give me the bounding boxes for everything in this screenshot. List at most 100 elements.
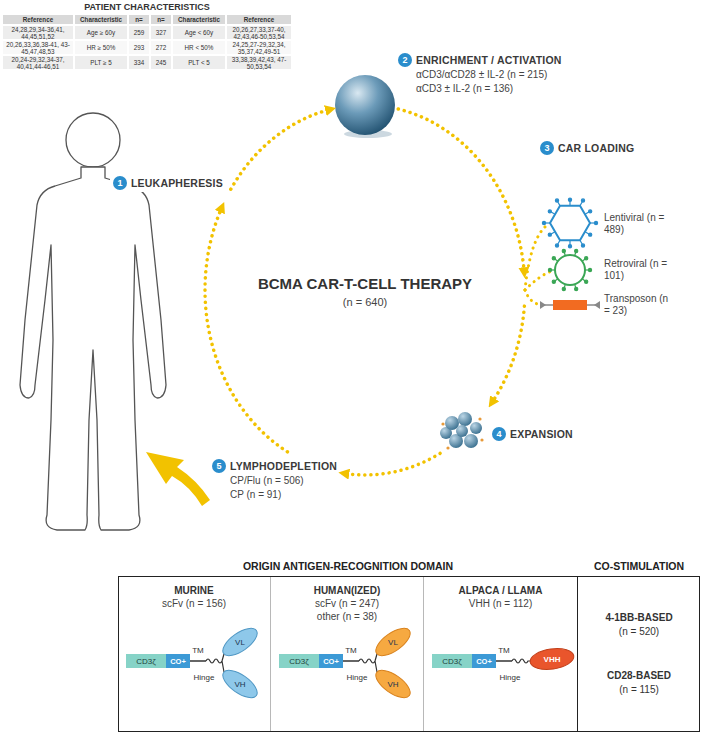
construct-part: TM [192, 646, 204, 655]
table-cell: 327 [150, 25, 172, 40]
transposon [540, 301, 600, 309]
step-detail: CP/Flu (n = 506) [230, 474, 337, 488]
table-cell: 293 [128, 40, 150, 55]
retroviral-vector [552, 257, 555, 260]
construct-part: Hinge [347, 673, 368, 682]
car-branches [525, 271, 552, 290]
table-cell: n= [150, 14, 172, 25]
construct-part: Hinge [194, 673, 215, 682]
lentiviral-vector [568, 198, 571, 201]
lentiviral-vector [594, 221, 597, 224]
construct-part: TM [498, 646, 510, 655]
costim-domain: 4-1BB-BASED [578, 612, 700, 623]
table-cell: Age ≥ 60y [74, 25, 128, 40]
expanding-cells [440, 412, 484, 450]
lentiviral-vector [589, 210, 592, 213]
expanding-cells [456, 425, 468, 437]
expanding-cells [441, 422, 444, 425]
cycle-connector [398, 109, 524, 274]
murine-car-construct [166, 654, 190, 668]
retroviral-vector [575, 287, 578, 290]
lentiviral-vector [542, 198, 597, 248]
lentiviral-vector [542, 221, 545, 224]
lentiviral-vector [555, 199, 558, 202]
table-cell: 24,28,29,34-36,41, 44,45,51,52 [2, 25, 74, 40]
step-heading: CAR LOADING [558, 142, 634, 154]
murine-car-construct [206, 654, 224, 672]
car-branches [525, 290, 542, 305]
lentiviral-vector [542, 198, 597, 248]
table-cell: PLT < 5 [172, 55, 226, 70]
lentiviral-vector [548, 233, 551, 236]
panel-count: scFv (n = 247) [271, 597, 423, 610]
alpaca-car-construct [432, 646, 575, 672]
retroviral-vector [562, 249, 565, 252]
panel-count: VHH (n = 112) [424, 597, 577, 610]
expanding-cells [470, 422, 482, 434]
expanding-cells [478, 417, 481, 420]
human-car-construct [371, 665, 414, 703]
human-car-construct [343, 660, 359, 662]
panel-heading: HUMAN(IZED) [271, 577, 423, 597]
table-cell: 24,25,27-29,32,34, 35,37,42,49-51 [226, 40, 292, 55]
retroviral-vector [585, 257, 588, 260]
construct-part: CO+ [476, 657, 492, 666]
retroviral-vector [555, 255, 585, 285]
costimulation-box: CO-STIMULATION4-1BB-BASED(n = 520)CD28-B… [578, 560, 700, 732]
box-heading: ORIGIN ANTIGEN-RECOGNITION DOMAIN [118, 560, 578, 572]
human-car-construct [359, 654, 377, 672]
construct-part: CD3ζ [136, 657, 156, 666]
vector-label: Retroviral (n = 101) [604, 258, 670, 282]
activation-bead [335, 75, 395, 135]
table-cell: 259 [128, 25, 150, 40]
reinfusion-arrow [146, 452, 210, 506]
vector-label: Lentiviral (n = 489) [604, 212, 670, 236]
alpaca-car-construct [496, 660, 512, 662]
retroviral-vector [575, 249, 578, 252]
step-heading: LYMPHODEPLETION [230, 460, 337, 472]
cohort-size: (n = 640) [343, 296, 387, 308]
murine-car-construct [218, 665, 261, 703]
murine-car-construct [190, 660, 206, 662]
costim-count: (n = 115) [578, 684, 700, 695]
table-cell: 20,26,27,33,37-40, 42,43,46-50,53,54 [226, 25, 292, 40]
cycle-connector [205, 206, 287, 452]
murine-car-construct [126, 623, 262, 703]
human-car-construct [371, 623, 414, 661]
construct-part: VL [388, 638, 398, 647]
table-cell: 20,26,33,36,38-41, 43-45,47,48,53 [2, 40, 74, 55]
construct-part: VL [235, 638, 245, 647]
costim-count: (n = 520) [578, 626, 700, 637]
step-heading: ENRICHMENT / ACTIVATION [416, 54, 562, 66]
lentiviral-vector [589, 233, 592, 236]
retroviral-vector [548, 268, 551, 271]
callout-number: 1 [113, 176, 127, 190]
retroviral-vector [588, 268, 591, 271]
table-cell: Characteristic [172, 14, 226, 25]
lentiviral-vector [555, 244, 558, 247]
panel-count: other (n = 38) [271, 610, 423, 623]
table-cell: Age < 60y [172, 25, 226, 40]
panel-heading: MURINE [118, 577, 270, 597]
retroviral-vector [562, 287, 565, 290]
callout-number: 3 [540, 141, 554, 155]
lentiviral-vector [548, 210, 551, 213]
construct-part: CD3ζ [289, 657, 309, 666]
retroviral-vector [552, 280, 555, 283]
vector-label: Transposon (n = 23) [604, 293, 670, 317]
car-branches [525, 226, 552, 305]
retroviral-vector [585, 280, 588, 283]
car-branches [525, 226, 546, 290]
table-cell: n= [128, 14, 150, 25]
activation-bead [335, 75, 395, 138]
construct-part: CO+ [323, 657, 339, 666]
alpaca-car-construct [512, 659, 531, 663]
table-cell: 20,24-29,32,34-37, 40,41,44-46,51 [2, 55, 74, 70]
murine-car-construct [218, 623, 261, 661]
expanding-cells [464, 434, 478, 448]
human-car-construct [319, 654, 343, 668]
panel-heading: ALPACA / LLAMA [424, 577, 577, 597]
diagram-title: BCMA CAR-T-CELL THERAPY [258, 275, 472, 292]
